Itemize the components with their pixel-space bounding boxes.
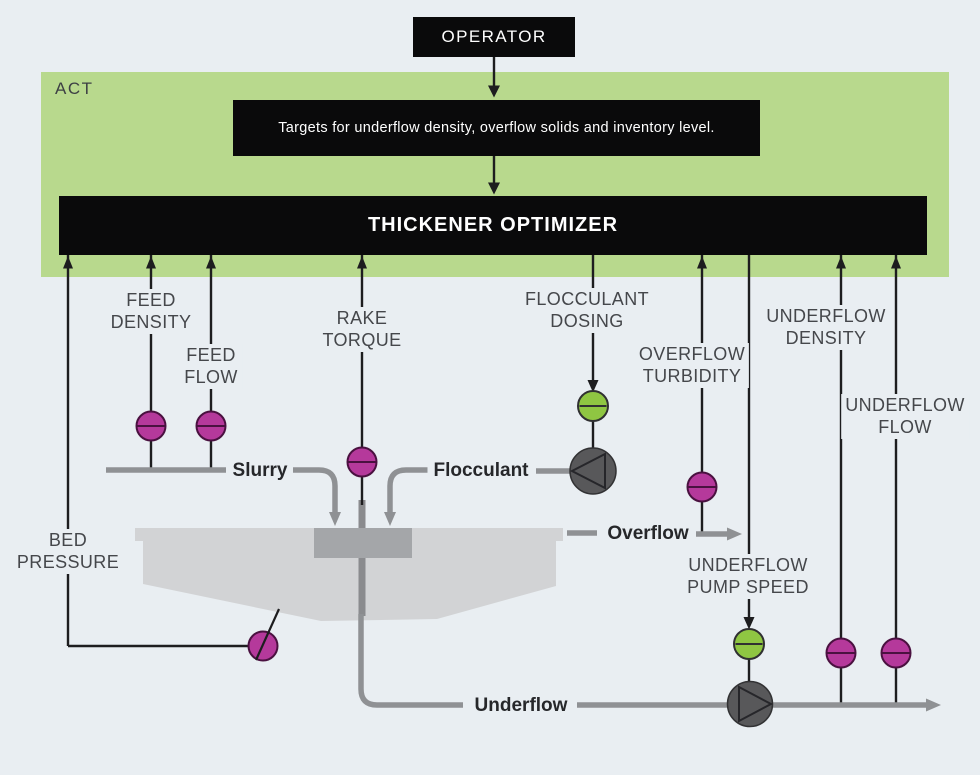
underflow-arrowhead bbox=[926, 698, 941, 712]
targets-text: Targets for underflow density, overflow … bbox=[278, 120, 715, 136]
label-slurry: Slurry bbox=[227, 460, 293, 482]
flocculant-pump bbox=[569, 447, 617, 495]
overflow-arrowhead bbox=[727, 527, 742, 541]
bed-pressure-arrowhead bbox=[63, 256, 73, 269]
label-flocculant-dosing: FLOCCULANT DOSING bbox=[520, 288, 654, 333]
flocculant-feed-arrowhead bbox=[384, 512, 396, 526]
rake-torque-sensor bbox=[346, 446, 378, 478]
label-feed-flow: FEED FLOW bbox=[180, 344, 242, 389]
targets-arrowhead bbox=[488, 182, 500, 195]
optimizer-label: THICKENER OPTIMIZER bbox=[367, 214, 619, 236]
label-underflow-density: UNDERFLOW DENSITY bbox=[762, 305, 890, 350]
underflow-pipe-from-tank bbox=[358, 614, 463, 708]
underflow-density-arrowhead bbox=[836, 256, 846, 269]
pipe-arrowheads bbox=[329, 512, 941, 712]
label-overflow-turbidity: OVERFLOW TURBIDITY bbox=[634, 343, 750, 388]
operator-label: OPERATOR bbox=[441, 27, 547, 46]
underflow-pump-speed-arrowhead bbox=[743, 617, 755, 630]
underflow-pump bbox=[726, 680, 774, 728]
label-rake-torque: RAKE TORQUE bbox=[318, 307, 406, 352]
overflow-turbidity-sensor bbox=[686, 471, 718, 503]
thickener-tank bbox=[135, 528, 563, 621]
flocculant-dosing-valve bbox=[577, 390, 609, 422]
feed-density-sensor bbox=[135, 410, 167, 442]
operator-arrowhead bbox=[488, 85, 500, 98]
slurry-pipe-into-tank bbox=[293, 467, 338, 513]
label-underflow: Underflow bbox=[468, 695, 574, 717]
label-underflow-pump-speed: UNDERFLOW PUMP SPEED bbox=[683, 554, 813, 599]
flocculant-pipe-into-tank bbox=[387, 467, 431, 513]
label-overflow: Overflow bbox=[601, 523, 695, 545]
rake-torque-arrowhead bbox=[357, 256, 367, 269]
underflow-flow-arrowhead bbox=[891, 256, 901, 269]
thickener-optimizer-bar: THICKENER OPTIMIZER bbox=[59, 196, 927, 255]
feed-density-arrowhead bbox=[146, 256, 156, 269]
underflow-pump-speed-valve bbox=[733, 628, 765, 660]
feed-flow-arrowhead bbox=[206, 256, 216, 269]
feed-flow-sensor bbox=[195, 410, 227, 442]
label-bed-pressure: BED PRESSURE bbox=[12, 529, 124, 574]
slurry-feed-arrowhead bbox=[329, 512, 341, 526]
flocculant-dosing-arrowhead bbox=[587, 380, 599, 393]
targets-box: Targets for underflow density, overflow … bbox=[233, 100, 760, 156]
operator-box: OPERATOR bbox=[413, 17, 575, 57]
feedwell bbox=[314, 528, 412, 558]
underflow-density-sensor bbox=[825, 637, 857, 669]
sensors bbox=[135, 410, 912, 669]
underflow-flow-sensor bbox=[880, 637, 912, 669]
label-underflow-flow: UNDERFLOW FLOW bbox=[841, 394, 969, 439]
arrowheads bbox=[63, 85, 901, 630]
act-region-label: ACT bbox=[55, 79, 94, 98]
overflow-turbidity-arrowhead bbox=[697, 256, 707, 269]
label-feed-density: FEED DENSITY bbox=[106, 289, 196, 334]
bed-pressure-sensor bbox=[247, 608, 281, 662]
bed-pressure-line bbox=[66, 255, 250, 648]
label-flocculant: Flocculant bbox=[427, 460, 535, 482]
